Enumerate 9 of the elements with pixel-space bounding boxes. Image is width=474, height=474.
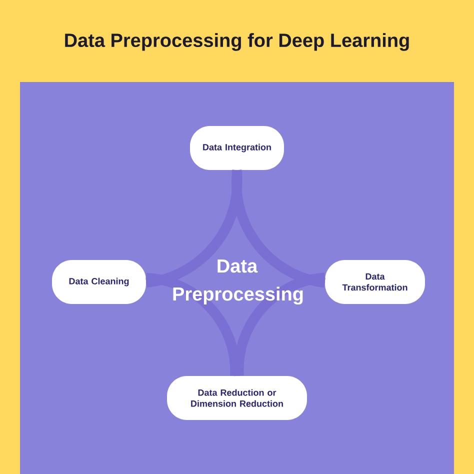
step-pill: Data Reduction or Dimension Reduction	[167, 376, 307, 420]
ring-arc	[146, 272, 240, 376]
center-label: Data Preprocessing	[173, 259, 303, 305]
step-pill: Data Integration	[190, 126, 284, 170]
ring-arc	[145, 170, 242, 288]
step-pill: Data Transformation	[325, 260, 425, 304]
title: Data Preprocessing for Deep Learning	[65, 33, 409, 51]
ring-arc	[232, 170, 326, 288]
step-pill: Data Cleaning	[52, 260, 146, 304]
